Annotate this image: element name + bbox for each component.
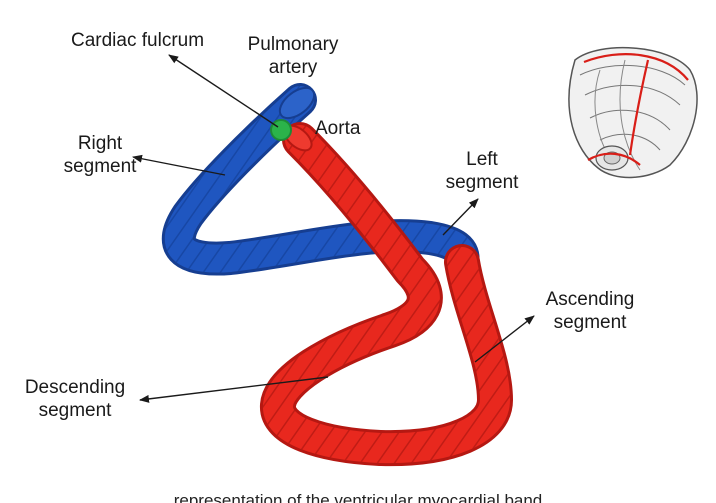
label-descending-segment: Descending segment <box>15 376 135 422</box>
label-right-segment-line2: segment <box>63 156 137 177</box>
label-left-segment: Left segment <box>432 148 532 194</box>
label-descending-segment-line2: segment <box>38 400 112 421</box>
pulmonary-artery-end <box>278 86 316 120</box>
leader-arrows <box>132 54 535 403</box>
red-band <box>260 122 513 467</box>
label-aorta: Aorta <box>315 118 361 139</box>
label-right-segment-line1: Right <box>77 133 123 154</box>
figure-caption: representation of the ventricular myocar… <box>173 491 543 503</box>
label-ascending-segment-line1: Ascending <box>545 289 635 310</box>
heart-inset-illustration <box>568 46 698 179</box>
arrow-cardiac-fulcrum <box>168 54 279 128</box>
label-ascending-segment: Ascending segment <box>535 288 645 334</box>
cardiac-fulcrum-dot <box>270 119 292 141</box>
label-descending-segment-line1: Descending <box>24 377 126 398</box>
label-right-segment: Right segment <box>60 132 140 178</box>
arrow-ascending-segment <box>474 315 535 363</box>
arrow-left-segment <box>442 198 479 236</box>
label-pulmonary-artery: Pulmonary artery <box>238 33 348 79</box>
label-pulmonary-artery-line2: artery <box>268 57 318 78</box>
label-pulmonary-artery-line1: Pulmonary <box>247 34 339 55</box>
label-ascending-segment-line2: segment <box>553 312 627 333</box>
label-left-segment-line1: Left <box>466 149 498 170</box>
label-cardiac-fulcrum: Cardiac fulcrum <box>71 30 205 51</box>
arrow-right-segment <box>132 154 226 176</box>
arrow-descending-segment <box>139 376 329 403</box>
blue-band <box>161 83 480 279</box>
label-left-segment-line2: segment <box>445 172 519 193</box>
